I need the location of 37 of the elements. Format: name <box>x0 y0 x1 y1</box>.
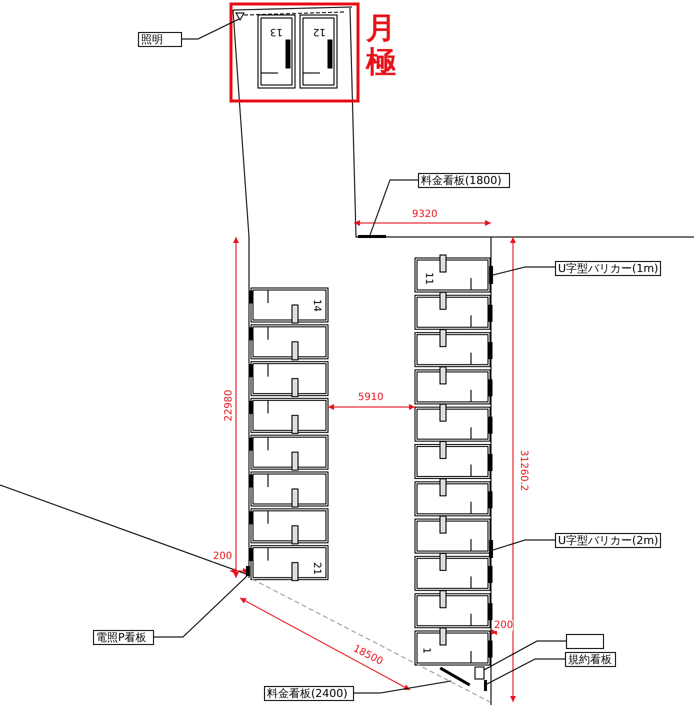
sign-board <box>484 680 487 691</box>
stall-number: 13 <box>270 26 283 37</box>
sign-icon <box>474 666 484 680</box>
leader-line <box>154 576 248 638</box>
blank-callout-box <box>566 634 604 649</box>
light-fixture-icon <box>235 12 245 21</box>
callout-label: U字型バリカー(1m) <box>555 261 662 276</box>
leader-line <box>180 18 240 40</box>
callout-label: 料金看板(1800) <box>418 173 510 188</box>
callout-label: 照明 <box>138 32 182 47</box>
stall-number: 12 <box>313 26 326 37</box>
barrier <box>489 266 493 284</box>
leader-line <box>370 180 418 236</box>
leader-line <box>492 266 556 276</box>
leader-line <box>486 658 566 684</box>
callout-label: U字型バリカー(2m) <box>555 533 662 548</box>
stall-number: 21 <box>310 562 322 575</box>
sign-board <box>440 666 470 686</box>
sign-board <box>358 235 386 238</box>
dimension-value: 31260.2 <box>518 450 530 492</box>
leader-line <box>484 640 566 670</box>
sign-board <box>246 566 250 576</box>
stall-number: 11 <box>422 272 434 285</box>
callout-label: 料金看板(2400) <box>264 686 354 701</box>
dimension-value: 9320 <box>412 209 438 220</box>
dimension-value: 5910 <box>358 392 384 403</box>
barrier <box>489 540 493 558</box>
callout-label: 規約看板 <box>565 652 616 667</box>
stall-number: 1 <box>420 647 432 654</box>
lot-type-label: 月極 <box>366 12 397 80</box>
callout-label: 電照P看板 <box>93 630 154 645</box>
dimension-value: 200 <box>494 620 514 631</box>
stall-number: 14 <box>310 299 322 312</box>
dimension-value: 22980 <box>223 390 234 422</box>
leader-line <box>354 680 452 694</box>
dimension-value: 200 <box>213 551 232 562</box>
leader-line <box>492 540 556 550</box>
